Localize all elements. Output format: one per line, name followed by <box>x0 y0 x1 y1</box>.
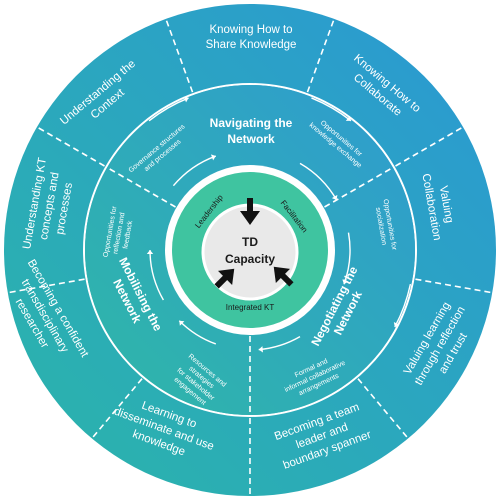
svg-text:feedback: feedback <box>122 220 134 250</box>
cycle-arrow-icon-head <box>342 279 349 285</box>
svg-text:Share Knowledge: Share Knowledge <box>206 39 297 51</box>
arrow-down-icon <box>240 198 260 225</box>
outer-divider <box>357 378 409 439</box>
outer-divider <box>165 18 194 93</box>
center-title-line1: TD <box>242 235 258 249</box>
sector-title-navigating: Navigating the Network <box>210 116 293 146</box>
cycle-arrow-icon-head <box>179 320 185 326</box>
integrated-kt-label: Integrated KT <box>226 303 275 312</box>
outer-cycle-arrow-icon-head <box>393 321 400 327</box>
arrow-up-right-icon <box>273 266 294 287</box>
middle-divider <box>324 166 394 208</box>
svg-text:Knowing How to: Knowing How to <box>209 24 292 36</box>
svg-text:Network: Network <box>227 132 275 146</box>
outer-divider <box>415 278 493 294</box>
outer-ring-dividers <box>7 18 493 496</box>
middle-ring-dividers <box>106 166 394 415</box>
outer-divider <box>306 18 335 93</box>
outer-divider <box>395 126 464 167</box>
outer-cycle-arrow-icon-head <box>183 96 189 103</box>
outer-divider <box>36 126 105 167</box>
cycle-arrow-icon-head <box>210 154 216 161</box>
middle-divider <box>106 166 176 208</box>
cycle-arrows <box>146 96 412 353</box>
svg-text:Navigating the: Navigating the <box>210 116 293 130</box>
cycle-arrow-icon-head <box>331 194 338 200</box>
center-arrows <box>214 198 294 289</box>
outer-label-share-knowledge: Knowing How to Share Knowledge <box>206 24 297 51</box>
center-title-line2: Capacity <box>225 252 275 266</box>
arrow-up-left-icon <box>214 268 235 289</box>
cycle-arrow-icon-head <box>146 250 154 254</box>
outer-middle-separator <box>83 83 417 417</box>
outer-cycle-arrow-icon-head <box>345 115 351 121</box>
cycle-arrow-icon-head <box>258 346 263 353</box>
outer-divider <box>7 278 85 294</box>
outer-divider <box>91 378 143 439</box>
